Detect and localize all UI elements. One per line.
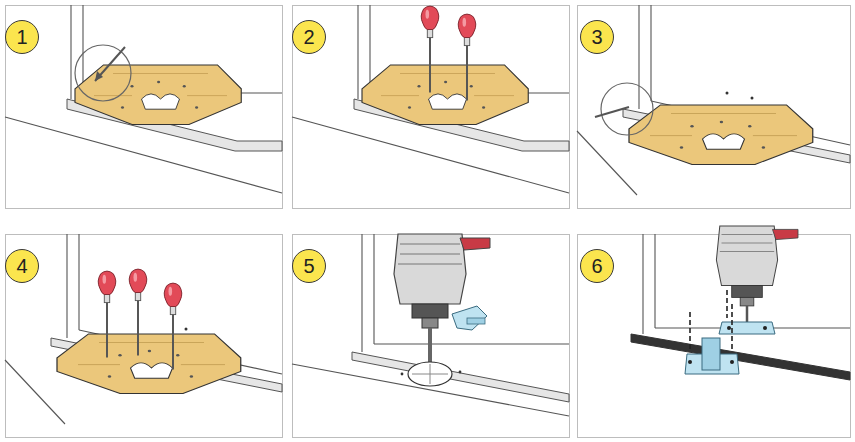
step-number-circle: 2 <box>292 20 326 54</box>
step-number-circle: 1 <box>5 20 39 54</box>
step-number: 5 <box>303 256 314 276</box>
panel-frame <box>6 6 851 438</box>
step-number: 4 <box>16 256 27 276</box>
step-number-circle: 4 <box>5 249 39 283</box>
step-number: 6 <box>591 256 602 276</box>
step-number-circle: 5 <box>292 249 326 283</box>
step-number-circle: 6 <box>580 249 614 283</box>
step-number: 1 <box>16 27 27 47</box>
step-number-circle: 3 <box>580 20 614 54</box>
step-number: 2 <box>303 27 314 47</box>
step-number: 3 <box>591 27 602 47</box>
